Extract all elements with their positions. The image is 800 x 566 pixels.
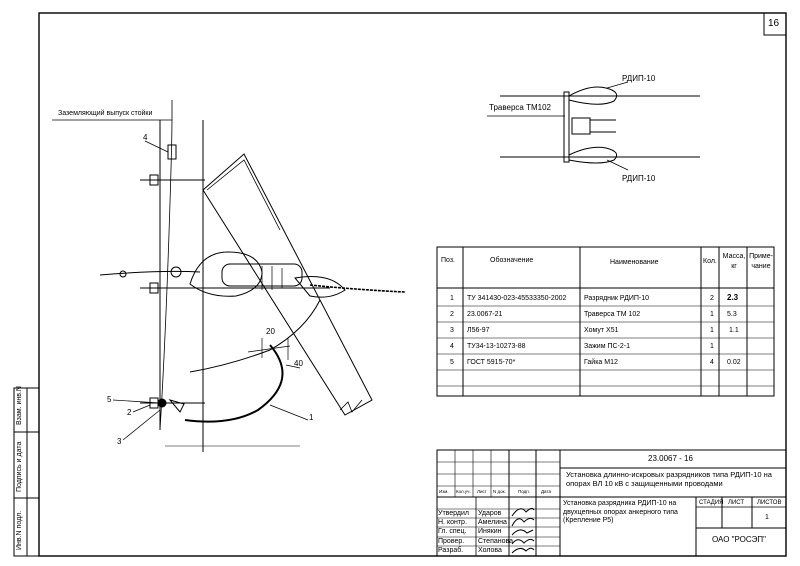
organization: ОАО "РОСЭП" <box>712 535 766 544</box>
doc-description: Установка длинно-искровых разрядников ти… <box>566 470 772 488</box>
sig-role-chief-spec: Гл. спец. <box>438 528 467 535</box>
sig-name-chief-spec: Инякин <box>478 528 502 535</box>
callout-1: 1 <box>309 413 314 422</box>
cell-name: Разрядник РДИП-10 <box>584 295 650 302</box>
callout-3: 3 <box>117 437 122 446</box>
cell-mass: 5.3 <box>727 311 737 318</box>
signatures-scribbles <box>511 507 535 554</box>
cell-mass: 2.3 <box>727 293 739 302</box>
cell-qty: 2 <box>710 295 714 302</box>
cell-designation: ТУ 341430-023-45533350-2002 <box>467 295 567 302</box>
cell-mass: 1.1 <box>729 327 739 334</box>
cell-designation: ТУ34-13-10273-88 <box>467 343 526 350</box>
cell-name: Хомут Х51 <box>584 327 619 334</box>
hdr-ndoc: N док. <box>493 489 506 494</box>
sheets-value: 1 <box>765 514 769 521</box>
sig-role-developed: Разраб. <box>438 547 464 554</box>
hdr-izm: Изм. <box>439 489 449 494</box>
cell-name: Гайка М12 <box>584 359 618 366</box>
conductor-left <box>99 270 201 276</box>
spec-header-designation: Обозначение <box>490 257 534 264</box>
stage-label: СТАДИЯ <box>699 500 724 506</box>
table-row: 2 23.0067-21 Траверса ТМ 102 1 5.3 <box>437 307 774 323</box>
ground-lead <box>184 344 284 423</box>
grounding-label: Заземляющий выпуск стойки <box>58 110 153 117</box>
arrester-end <box>294 276 346 298</box>
cell-designation: ГОСТ 5915-70* <box>467 359 516 366</box>
hdr-data: Дата <box>541 489 551 494</box>
stamp-inv-vzam: Взам. инв.N <box>16 386 23 425</box>
cell-qty: 1 <box>710 311 714 318</box>
stamp-signature-date: Подпись и дата <box>16 441 23 492</box>
conductor-joint <box>119 270 127 278</box>
hdr-list: Лист <box>477 489 487 494</box>
inset-rdip-bottom <box>568 146 618 164</box>
outer-frame <box>38 12 787 557</box>
hdr-kol: Кол.уч. <box>456 489 471 494</box>
title-block-grid <box>436 449 787 557</box>
hdr-podp: Подп. <box>518 489 530 494</box>
cell-pos: 1 <box>450 295 454 302</box>
cell-qty: 1 <box>710 327 714 334</box>
strut <box>202 153 373 416</box>
cell-designation: Л56-97 <box>467 327 490 334</box>
arrester-body <box>189 251 263 297</box>
cell-name: Траверса ТМ 102 <box>584 311 641 318</box>
table-row: 4 ТУ34-13-10273-88 Зажим ПС-2-1 1 <box>437 339 774 355</box>
spec-header-mass: Масса, кг <box>722 253 746 270</box>
cell-name: Зажим ПС-2-1 <box>584 343 631 350</box>
inset-traverse-label: Траверса ТМ102 <box>489 103 551 112</box>
spec-header-note: Приме-чание <box>749 253 773 270</box>
callout-2: 2 <box>127 408 132 417</box>
table-row: 3 Л56-97 Хомут Х51 1 1.1 <box>437 323 774 339</box>
sig-name-normcontrol: Амелина <box>478 519 507 526</box>
ground-wire <box>159 116 173 431</box>
stamp-inv-podl: Инв.N подл. <box>16 510 23 550</box>
left-stamp <box>13 387 40 557</box>
sheet-number-box <box>763 12 787 36</box>
callout-5: 5 <box>107 395 112 404</box>
cell-pos: 5 <box>450 359 454 366</box>
table-row: 1 ТУ 341430-023-45533350-2002 Разрядник … <box>437 291 774 307</box>
cell-mass: 0.02 <box>727 359 741 366</box>
cell-qty: 1 <box>710 343 714 350</box>
cell-pos: 2 <box>450 311 454 318</box>
sig-role-checked: Провер. <box>438 538 465 545</box>
table-row: 5 ГОСТ 5915-70* Гайка М12 4 0.02 <box>437 355 774 371</box>
conductor-right <box>309 284 406 293</box>
inset-rdip-top-label: РДИП-10 <box>622 74 656 83</box>
inset-traverse <box>563 91 570 163</box>
callout-4: 4 <box>143 133 148 142</box>
cell-qty: 4 <box>710 359 714 366</box>
inset-rdip-bottom-label: РДИП-10 <box>622 174 656 183</box>
inset-drawing <box>487 81 700 171</box>
sig-role-normcontrol: Н. контр. <box>438 519 467 526</box>
clamp-4 <box>167 144 177 160</box>
inset-bracket <box>571 117 591 135</box>
doc-code: 23.0067 - 16 <box>648 454 693 463</box>
sheet-number: 16 <box>768 18 780 29</box>
cell-pos: 3 <box>450 327 454 334</box>
lead-wire <box>189 299 321 373</box>
spec-header-pos: Поз. <box>441 257 455 264</box>
sig-name-checked: Степанова <box>478 538 514 545</box>
sig-role-approved: Утвердил <box>438 510 469 517</box>
cell-designation: 23.0067-21 <box>467 311 503 318</box>
spec-table-grid <box>436 246 775 397</box>
spec-header-name: Наименование <box>610 259 659 266</box>
sheet-label: ЛИСТ <box>728 500 745 506</box>
dimension-40: 40 <box>294 359 303 368</box>
cell-pos: 4 <box>450 343 454 350</box>
sig-name-developed: Холова <box>478 547 502 554</box>
sig-name-approved: Ударов <box>478 510 502 517</box>
inset-rdip-top <box>568 86 618 105</box>
dimension-20: 20 <box>266 327 275 336</box>
pole-assembly <box>52 100 406 452</box>
sheets-label: ЛИСТОВ <box>757 500 782 506</box>
spec-header-qty: Кол. <box>703 258 717 265</box>
sheet-title: Установка разрядника РДИП-10 на двухцепн… <box>563 500 678 524</box>
